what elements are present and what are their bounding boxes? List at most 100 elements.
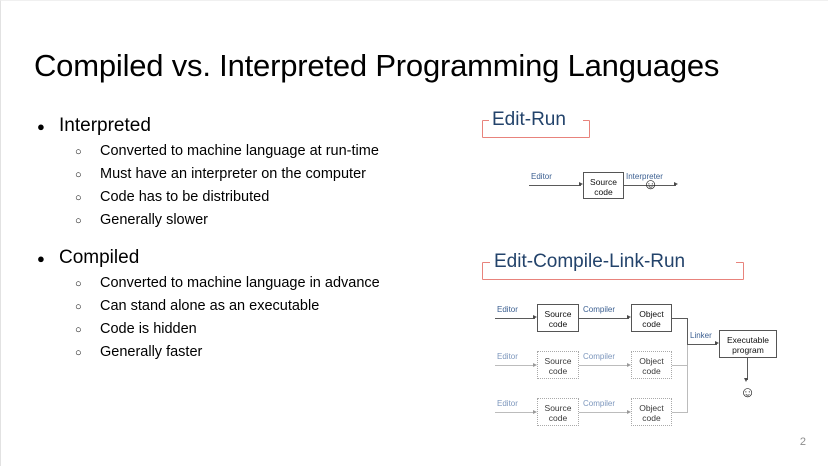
edge-linker-arrowhead-icon: [715, 341, 719, 346]
bullet-level2-label: Generally faster: [100, 344, 203, 360]
edge-bus-vertical-row3: [687, 365, 688, 412]
list-item: ○ Converted to machine language at run-t…: [75, 141, 379, 164]
edge-label-editor: Editor: [531, 172, 552, 181]
bullet-level2-label: Generally slower: [100, 212, 208, 228]
bullet-level2-label: Code is hidden: [100, 321, 197, 337]
node-line-1: Object: [639, 309, 664, 319]
sub-bullet-marker-icon: ○: [75, 192, 82, 204]
edge-label-linker: Linker: [690, 331, 712, 340]
edge-bus-vertical-row1: [687, 318, 688, 344]
bullet-level1-label: Compiled: [59, 247, 140, 268]
list-item: ○ Can stand alone as an executable: [75, 296, 380, 319]
edge-editor-arrowhead-icon-row2: [533, 362, 537, 367]
sub-bullet-marker-icon: ○: [75, 347, 82, 359]
edge-output-vertical: [747, 358, 748, 380]
diagram-title-text: Edit-Run: [492, 109, 566, 130]
sub-bullet-marker-icon: ○: [75, 146, 82, 158]
sub-bullet-marker-icon: ○: [75, 278, 82, 290]
node-object-code-row2: Object code: [631, 351, 672, 379]
edge-compiler-line-row3: [579, 412, 629, 413]
edge-linker-line: [687, 344, 717, 345]
node-source-code-row1: Source code: [537, 304, 579, 332]
edge-compiler-arrowhead-icon-row2: [627, 362, 631, 367]
diagram-title-edit-compile-link-run: Edit-Compile-Link-Run: [482, 251, 744, 280]
node-line-1: Source: [544, 403, 572, 413]
flow-diagram-edit-run: Editor Source code Interpreter ☺: [471, 161, 681, 209]
edge-bus-vertical-row2: [687, 344, 688, 365]
edge-label-interpreter: Interpreter: [626, 172, 663, 181]
list-item: ○ Code is hidden: [75, 319, 380, 342]
edge-compiler-arrowhead-icon-row3: [627, 409, 631, 414]
edge-bus-line-row2: [672, 365, 688, 366]
edge-label-compiler-row3: Compiler: [583, 399, 616, 408]
edge-bus-line-row1: [672, 318, 688, 319]
diagram-title-text: Edit-Compile-Link-Run: [494, 251, 686, 272]
smiley-face-icon: ☺: [740, 384, 756, 401]
node-line-2: code: [642, 366, 661, 376]
node-line-2: program: [732, 345, 764, 355]
smiley-face-icon: ☺: [643, 176, 659, 193]
bracket-gap: [490, 253, 736, 271]
bullet-group-compiled: ● Compiled ○ Converted to machine langua…: [37, 246, 380, 365]
edge-label-compiler-row1: Compiler: [583, 305, 616, 314]
bracket-gap: [489, 111, 583, 129]
sub-bullet-marker-icon: ○: [75, 215, 82, 227]
node-executable-program: Executable program: [719, 330, 777, 358]
node-line-2: code: [548, 413, 568, 423]
node-line-1: Object: [639, 356, 664, 366]
edge-interpreter-arrowhead-icon: [674, 182, 678, 187]
sub-bullet-marker-icon: ○: [75, 324, 82, 336]
bullet-level2-label: Must have an interpreter on the computer: [100, 166, 366, 182]
node-line-2: code: [642, 413, 661, 423]
node-line-1: Object: [639, 403, 664, 413]
bullet-level1-interpreted: ● Interpreted: [37, 114, 379, 141]
edge-interpreter-line: [624, 185, 676, 186]
diagram-title-edit-run: Edit-Run: [482, 109, 590, 138]
node-line-1: Source: [590, 177, 617, 187]
bullet-marker-icon: ●: [37, 251, 45, 266]
list-item: ○ Converted to machine language in advan…: [75, 273, 380, 296]
edge-label-editor-row3: Editor: [497, 399, 518, 408]
bullet-level1-label: Interpreted: [59, 115, 151, 136]
sub-bullet-marker-icon: ○: [75, 301, 82, 313]
sub-bullet-marker-icon: ○: [75, 169, 82, 181]
node-source-code: Source code: [583, 172, 624, 199]
edge-editor-line-row1: [495, 318, 535, 319]
list-item: ○ Generally slower: [75, 210, 379, 233]
edge-label-editor-row1: Editor: [497, 305, 518, 314]
edge-editor-line-row2: [495, 365, 535, 366]
bullet-marker-icon: ●: [37, 119, 45, 134]
edge-label-editor-row2: Editor: [497, 352, 518, 361]
list-item: ○ Code has to be distributed: [75, 187, 379, 210]
node-object-code-row1: Object code: [631, 304, 672, 332]
node-line-2: code: [548, 366, 568, 376]
node-source-code-row2: Source code: [537, 351, 579, 379]
edge-editor-arrowhead-icon-row1: [533, 315, 537, 320]
edge-label-compiler-row2: Compiler: [583, 352, 616, 361]
edge-editor-arrowhead-icon: [579, 182, 583, 187]
edge-editor-arrowhead-icon-row3: [533, 409, 537, 414]
node-line-2: code: [548, 319, 568, 329]
edge-compiler-line-row2: [579, 365, 629, 366]
bullet-level2-label: Converted to machine language at run-tim…: [100, 143, 379, 159]
edge-compiler-line-row1: [579, 318, 629, 319]
node-line-2: code: [594, 187, 613, 197]
bullet-level2-label: Can stand alone as an executable: [100, 298, 320, 314]
bullet-group-interpreted: ● Interpreted ○ Converted to machine lan…: [37, 114, 379, 233]
edge-editor-line: [529, 185, 581, 186]
node-line-1: Source: [544, 356, 572, 366]
flow-diagram-edit-compile-link-run: Editor Source code Compiler Object code …: [479, 293, 779, 433]
edge-compiler-arrowhead-icon-row1: [627, 315, 631, 320]
edge-bus-line-row3: [672, 412, 688, 413]
page-number: 2: [799, 436, 806, 448]
page-title: Compiled vs. Interpreted Programming Lan…: [34, 48, 720, 83]
list-item: ○ Generally faster: [75, 342, 380, 365]
bullet-level2-label: Code has to be distributed: [100, 189, 270, 205]
list-item: ○ Must have an interpreter on the comput…: [75, 164, 379, 187]
bullet-level1-compiled: ● Compiled: [37, 246, 380, 273]
edge-editor-line-row3: [495, 412, 535, 413]
node-object-code-row3: Object code: [631, 398, 672, 426]
node-line-1: Executable: [726, 335, 770, 345]
bullet-level2-label: Converted to machine language in advance: [100, 275, 380, 291]
